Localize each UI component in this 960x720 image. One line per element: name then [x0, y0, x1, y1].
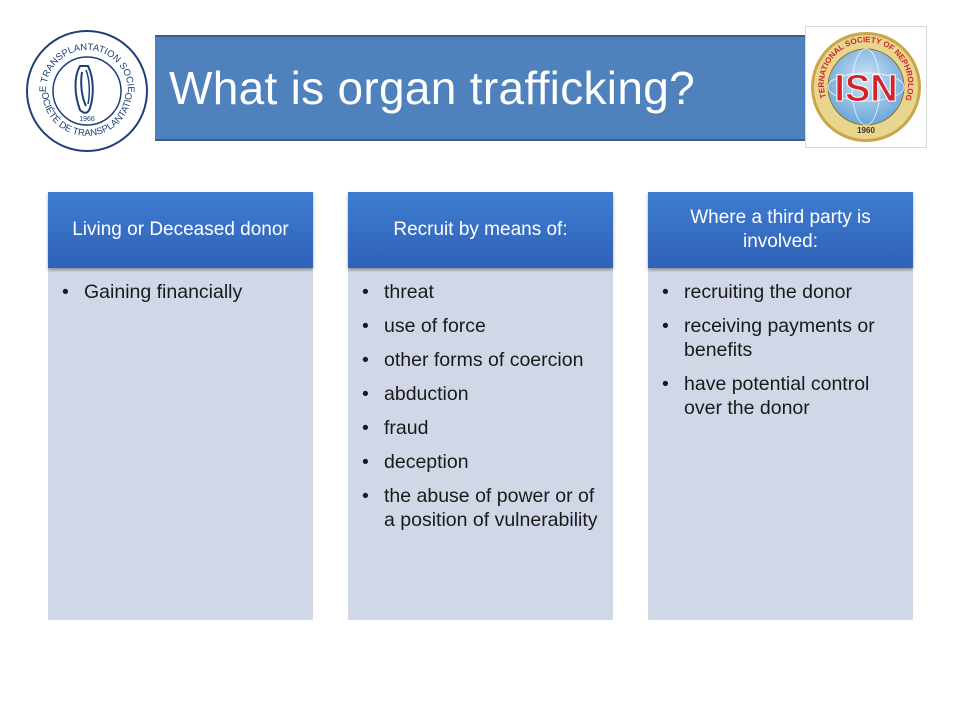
list-item: Gaining financially — [62, 280, 299, 304]
list-item: threat — [362, 280, 599, 304]
column-list: recruiting the donor receiving payments … — [648, 280, 913, 430]
column-third-party: Where a third party is involved: recruit… — [648, 192, 913, 620]
column-heading: Recruit by means of: — [348, 192, 613, 268]
list-item: abduction — [362, 382, 599, 406]
transplantation-society-logo: THE TRANSPLANTATION SOCIETY SOCIÉTÉ DE T… — [24, 28, 150, 154]
column-heading: Where a third party is involved: — [648, 192, 913, 268]
list-item: the abuse of power or of a position of v… — [362, 484, 599, 532]
list-item: fraud — [362, 416, 599, 440]
title-banner: What is organ trafficking? — [155, 35, 805, 141]
list-item: use of force — [362, 314, 599, 338]
column-recruit-means: Recruit by means of: threat use of force… — [348, 192, 613, 620]
isn-logo: INTERNATIONAL SOCIETY OF NEPHROLOGY ISN … — [805, 26, 927, 148]
column-list: Gaining financially — [48, 280, 313, 314]
list-item: deception — [362, 450, 599, 474]
isn-globe-icon: INTERNATIONAL SOCIETY OF NEPHROLOGY ISN … — [806, 27, 921, 142]
isn-year: 1960 — [857, 126, 875, 135]
list-item: other forms of coercion — [362, 348, 599, 372]
column-list: threat use of force other forms of coerc… — [348, 280, 613, 542]
page-title: What is organ trafficking? — [169, 62, 695, 114]
transplantation-society-seal-icon: THE TRANSPLANTATION SOCIETY SOCIÉTÉ DE T… — [24, 28, 148, 152]
isn-initials: ISN — [834, 68, 897, 110]
list-item: receiving payments or benefits — [662, 314, 899, 362]
column-heading: Living or Deceased donor — [48, 192, 313, 268]
list-item: recruiting the donor — [662, 280, 899, 304]
column-living-deceased-donor: Living or Deceased donor Gaining financi… — [48, 192, 313, 620]
list-item: have potential control over the donor — [662, 372, 899, 420]
ts-year: 1966 — [79, 116, 95, 123]
